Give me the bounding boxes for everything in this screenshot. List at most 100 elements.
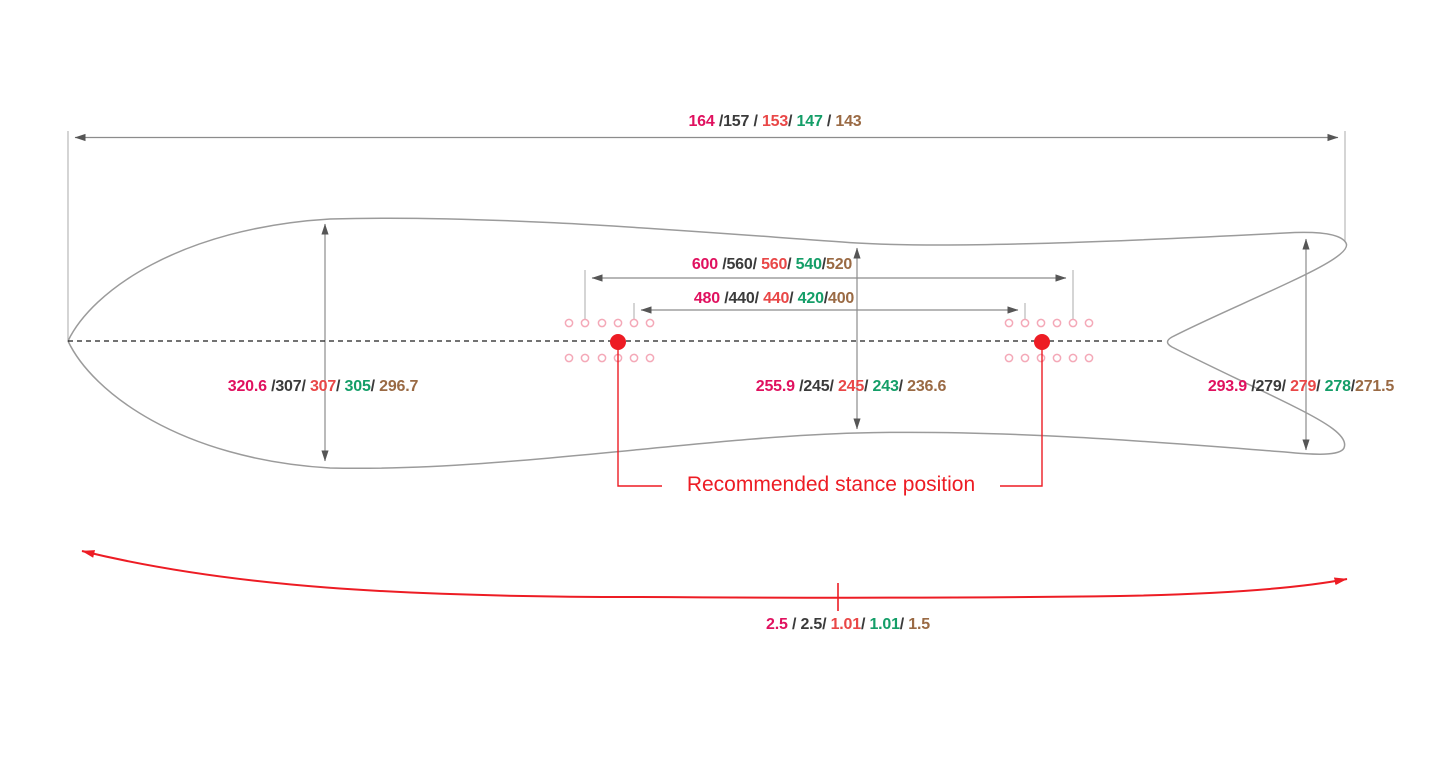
insert-hole — [1004, 353, 1014, 363]
insert-hole — [1052, 318, 1062, 328]
insert-hole — [1068, 318, 1078, 328]
dim-value: / — [752, 256, 762, 273]
insert-hole — [1036, 318, 1046, 328]
dim-value: 520 — [826, 256, 853, 273]
waist-width-label: 255.9 /245/ 245/ 243/ 236.6 — [755, 377, 947, 397]
stance-leader-right — [1000, 348, 1043, 487]
dim-value: 147 — [796, 113, 823, 130]
dim-value: / — [301, 378, 310, 395]
insert-hole — [629, 353, 639, 363]
insert-hole — [597, 353, 607, 363]
insert-hole — [1068, 353, 1078, 363]
dim-value: / — [789, 290, 798, 307]
dim-value: / — [370, 378, 380, 395]
dim-value: 440 — [763, 290, 790, 307]
dim-value: 305 — [344, 378, 371, 395]
insert-hole — [1052, 353, 1062, 363]
insert-hole — [613, 318, 623, 328]
dim-value: / — [822, 113, 836, 130]
dim-value: 236.6 — [907, 378, 947, 395]
stance-dot-right — [1034, 334, 1050, 350]
dim-value: / — [754, 290, 764, 307]
insert-hole — [564, 353, 574, 363]
dim-value: / — [717, 256, 727, 273]
camber-label: 2.5 / 2.5/ 1.01/ 1.01/ 1.5 — [766, 615, 930, 635]
dim-value: 279 — [1290, 378, 1317, 395]
dim-value: 164 — [688, 113, 715, 130]
dim-value: 243 — [872, 378, 899, 395]
insert-hole — [1020, 318, 1030, 328]
insert-hole — [629, 318, 639, 328]
dim-value: / — [1316, 378, 1325, 395]
dim-value: 1.01 — [869, 616, 900, 633]
insert-hole — [645, 353, 655, 363]
dim-value: 296.7 — [379, 378, 419, 395]
insert-hole — [580, 318, 590, 328]
dim-value: 153 — [761, 113, 789, 130]
dim-value: / — [829, 378, 838, 395]
dim-value: 320.6 — [227, 378, 267, 395]
dim-value: 560 — [761, 256, 788, 273]
dim-value: 440 — [728, 290, 755, 307]
dim-value: 307 — [275, 378, 302, 395]
dim-value: / — [864, 378, 873, 395]
insert-hole — [1036, 353, 1046, 363]
dim-value: / — [787, 256, 796, 273]
tail-width-label: 293.9 /279/ 279/ 278/271.5 — [1208, 377, 1394, 397]
dim-value: 600 — [691, 256, 718, 273]
dim-value: 1.5 — [908, 616, 930, 633]
dim-value: / — [822, 616, 831, 633]
board-outline — [67, 217, 1348, 470]
dim-value: / — [719, 290, 729, 307]
dim-value: / — [749, 113, 762, 130]
dim-value: / — [794, 378, 804, 395]
dim-value: / — [821, 256, 827, 273]
dim-value: 2.5 — [800, 616, 823, 633]
dim-value: 245 — [803, 378, 830, 395]
dimension-lines — [74, 133, 1339, 462]
dim-value: / — [336, 378, 345, 395]
dim-value: 540 — [795, 256, 822, 273]
dim-value: 1.01 — [830, 616, 862, 633]
dim-value: 420 — [797, 290, 824, 307]
dim-value: 307 — [309, 378, 337, 395]
camber-profile-line — [81, 550, 1348, 599]
extension-lines — [67, 131, 1346, 340]
insert-hole — [1020, 353, 1030, 363]
dim-value: 560 — [726, 256, 753, 273]
insert-hole — [645, 318, 655, 328]
dim-value: / — [1350, 378, 1356, 395]
dim-value: 400 — [828, 290, 855, 307]
insert-grid-left — [564, 318, 655, 363]
dim-value: 245 — [837, 378, 865, 395]
overall-length-label: 164 /157 / 153/ 147 / 143 — [688, 112, 861, 132]
nose-width-label: 320.6 /307/ 307/ 305/ 296.7 — [227, 377, 419, 397]
dim-value: 157 — [723, 113, 750, 130]
dim-value: / — [1246, 378, 1256, 395]
dim-value: / — [860, 616, 870, 633]
stance480-label: 480 /440/ 440/ 420/400 — [694, 289, 854, 309]
dim-value: / — [714, 113, 724, 130]
insert-hole — [1084, 353, 1094, 363]
insert-hole — [564, 318, 574, 328]
dim-value: / — [787, 616, 801, 633]
dim-value: 278 — [1324, 378, 1351, 395]
insert-hole — [1084, 318, 1094, 328]
stance-leader-left — [617, 348, 662, 487]
dim-value: 279 — [1255, 378, 1282, 395]
dim-value: 293.9 — [1207, 378, 1247, 395]
dim-value: / — [788, 113, 797, 130]
dim-value: 2.5 — [766, 616, 788, 633]
stance-note-label: Recommended stance position — [686, 473, 976, 496]
dim-value: / — [266, 378, 276, 395]
dim-value: / — [1281, 378, 1291, 395]
dim-value: 271.5 — [1355, 378, 1395, 395]
dim-value: / — [823, 290, 829, 307]
dim-value: 255.9 — [755, 378, 795, 395]
dim-value: 143 — [835, 113, 862, 130]
dim-value: / — [899, 616, 909, 633]
insert-hole — [1004, 318, 1014, 328]
stance-dot-left — [610, 334, 626, 350]
dim-value: 480 — [693, 290, 720, 307]
